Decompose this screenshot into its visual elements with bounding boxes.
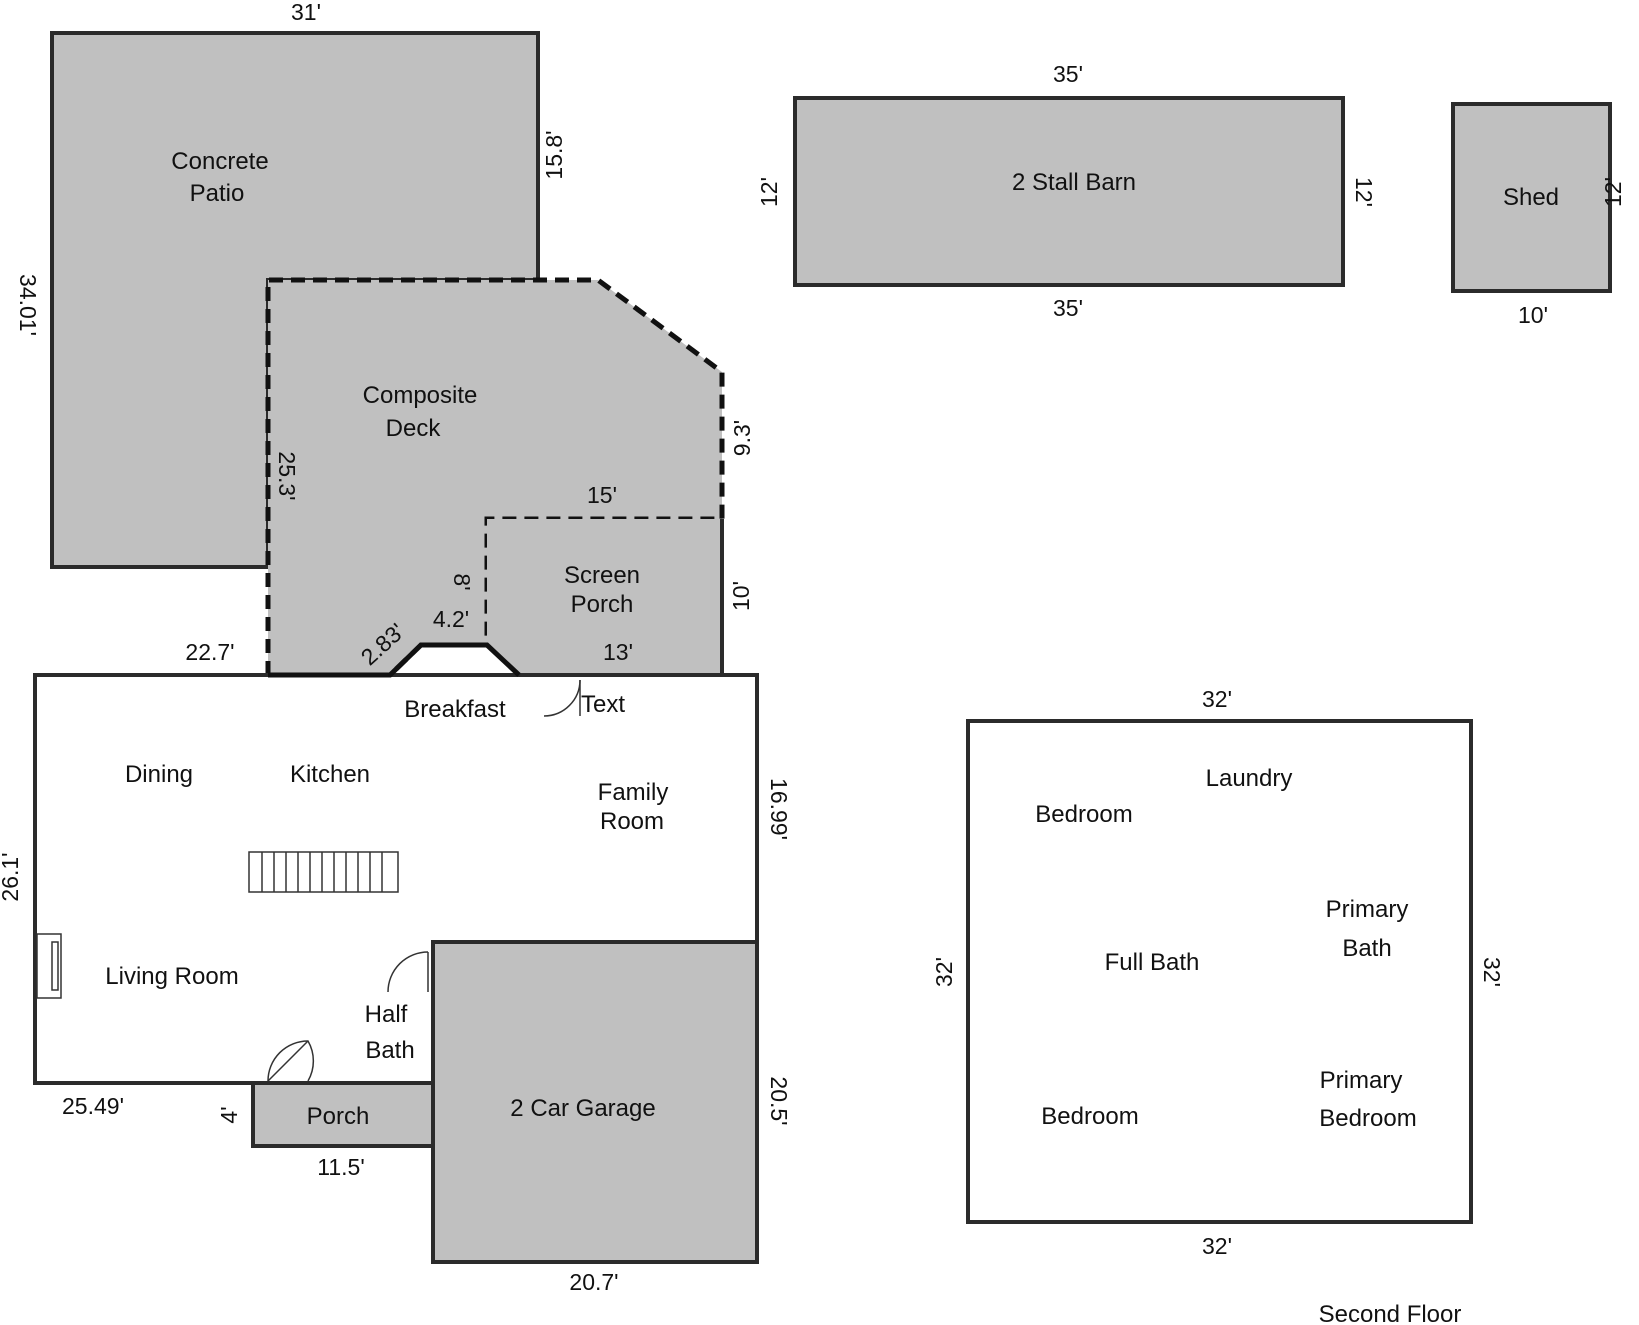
family-room-label: Family [598,779,669,806]
primary-bath-label: Primary [1326,896,1409,923]
screen-porch-shape [487,519,722,675]
second-right-dim: 32' [1479,957,1505,987]
front-porch-shape [251,1081,435,1148]
barn-top-dim: 35' [1053,61,1083,87]
house-top-edge-left [268,642,521,678]
living-room-label: Living Room [105,963,238,990]
deck-right-dim: 9.3' [729,420,755,456]
primary-bedroom-label: Primary [1320,1067,1403,1094]
porch-label: Porch [307,1103,370,1130]
half-bath-label-2: Bath [365,1037,414,1064]
primary-bath-label-2: Bath [1342,935,1391,962]
breakfast-label: Breakfast [404,696,506,723]
barn-bottom-dim: 35' [1053,295,1083,321]
shed-bottom-dim: 10' [1518,302,1548,328]
composite-deck-label-2: Deck [386,415,442,442]
half-bath-label: Half [365,1001,408,1028]
deck-left-dim: 25.3' [274,451,300,500]
kitchen-label: Kitchen [290,761,370,788]
text-label: Text [581,691,625,718]
barn-label: 2 Stall Barn [1012,169,1136,196]
deck-step-h-dim: 4.2' [433,606,469,632]
patio-top-dim: 31' [291,0,321,25]
stairs [248,851,399,893]
front-porch-side-dim: 4' [216,1106,242,1123]
second-bottom-dim: 32' [1202,1233,1232,1259]
bedroom-top-label: Bedroom [1035,801,1132,828]
dining-label: Dining [125,761,193,788]
screen-porch-label-2: Porch [571,591,634,618]
house-bottom-dim: 25.49' [62,1093,124,1119]
second-floor-shape [966,719,1473,1224]
garage-label: 2 Car Garage [510,1095,655,1122]
porch-bottom-dim: 13' [603,639,633,665]
screen-porch-label: Screen [564,562,640,589]
door-swings [267,679,581,1082]
composite-deck-label: Composite [363,382,478,409]
garage-shape [431,940,759,1264]
concrete-patio-label: Concrete [171,148,268,175]
barn-shape [793,96,1345,287]
patio-right-dim: 15.8' [541,130,567,179]
porch-right-dim: 10' [728,581,754,611]
second-top-dim: 32' [1202,686,1232,712]
front-porch-bottom-dim: 11.5' [317,1154,364,1180]
full-bath-label: Full Bath [1105,949,1200,976]
bedroom-bottom-label: Bedroom [1041,1103,1138,1130]
composite-deck-shape [268,280,722,675]
second-floor-label: Second Floor [1319,1301,1462,1325]
house-right-dim: 16.99' [766,778,792,840]
deck-inner-dim: 15' [587,482,617,508]
family-room-label-2: Room [600,808,664,835]
barn-left-dim: 12' [756,177,782,207]
concrete-patio-label-2: Patio [190,180,245,207]
shed-label: Shed [1503,184,1559,211]
house-top-left-dim: 22.7' [185,639,234,665]
shed-right-dim: 12' [1600,177,1626,207]
house-left-dim: 26.1' [0,852,23,901]
deck-step-v-dim: 8' [449,573,475,590]
primary-bedroom-label-2: Bedroom [1319,1105,1416,1132]
garage-bottom-dim: 20.7' [569,1269,618,1295]
shed-shape [1451,102,1612,293]
garage-right-dim: 20.5' [766,1076,792,1125]
laundry-label: Laundry [1206,765,1293,792]
barn-right-dim: 12' [1351,177,1377,207]
second-left-dim: 32' [931,957,957,987]
fireplace [36,933,62,999]
patio-left-dim: 34.01' [15,274,41,336]
